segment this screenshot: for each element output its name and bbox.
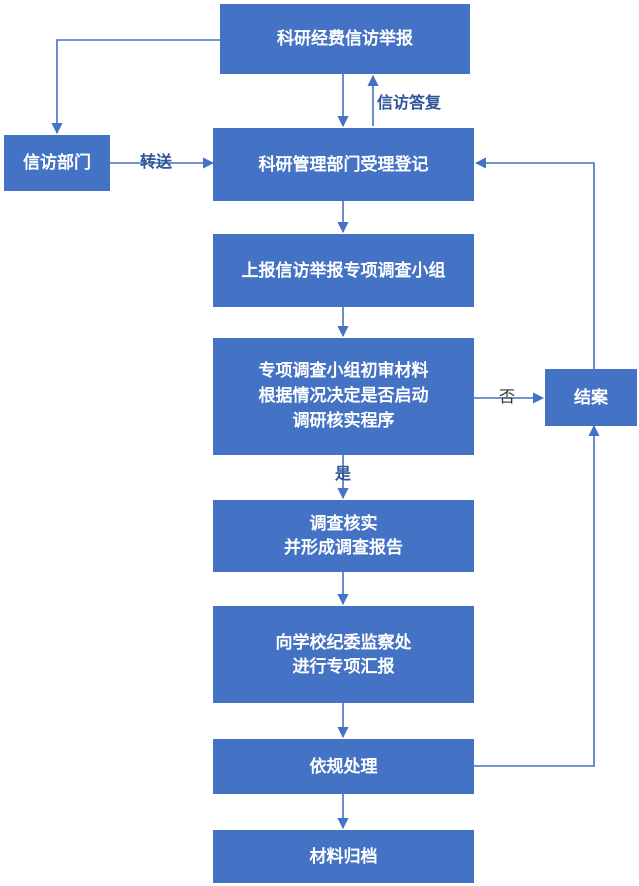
node-label-line: 进行专项汇报 [292,656,395,677]
node-label-line: 并形成调查报告 [284,538,403,558]
node-research-fund-report: 科研经费信访举报 [220,4,470,74]
node-label: 结案 [574,387,608,408]
label-yes: 是 [335,464,352,483]
node-petition-department: 信访部门 [4,135,110,191]
node-handle: 依规处理 [213,739,474,794]
label-forward: 转送 [140,152,173,171]
arrow-handle-to-close [474,424,600,767]
node-close-case: 结案 [545,369,637,426]
label-reply: 信访答复 [377,93,442,112]
node-register: 科研管理部门受理登记 [213,128,474,201]
arrow-close-to-register [474,157,595,369]
node-preliminary-review: 专项调查小组初审材料 根据情况决定是否启动 调研核实程序 [213,338,474,455]
node-label: 科研经费信访举报 [277,29,413,49]
label-no: 否 [499,387,516,406]
node-label-line: 向学校纪委监察处 [275,632,412,653]
node-label-line: 根据情况决定是否启动 [258,386,429,406]
node-label: 依规处理 [309,756,378,777]
node-investigate: 调查核实 并形成调查报告 [213,500,474,572]
node-label-line: 专项调查小组初审材料 [258,361,429,381]
node-label: 科研管理部门受理登记 [258,154,429,175]
node-report-investigation-group: 上报信访举报专项调查小组 [213,234,474,307]
node-label: 材料归档 [309,846,378,867]
arrow-report-to-petition-dept [51,39,220,135]
node-archive: 材料归档 [213,830,474,883]
node-label: 信访部门 [23,153,91,173]
node-label-line: 调查核实 [309,514,378,534]
node-label: 上报信访举报专项调查小组 [241,260,446,281]
node-label-line: 调研核实程序 [292,411,395,431]
node-report-to-commission: 向学校纪委监察处 进行专项汇报 [213,606,474,703]
